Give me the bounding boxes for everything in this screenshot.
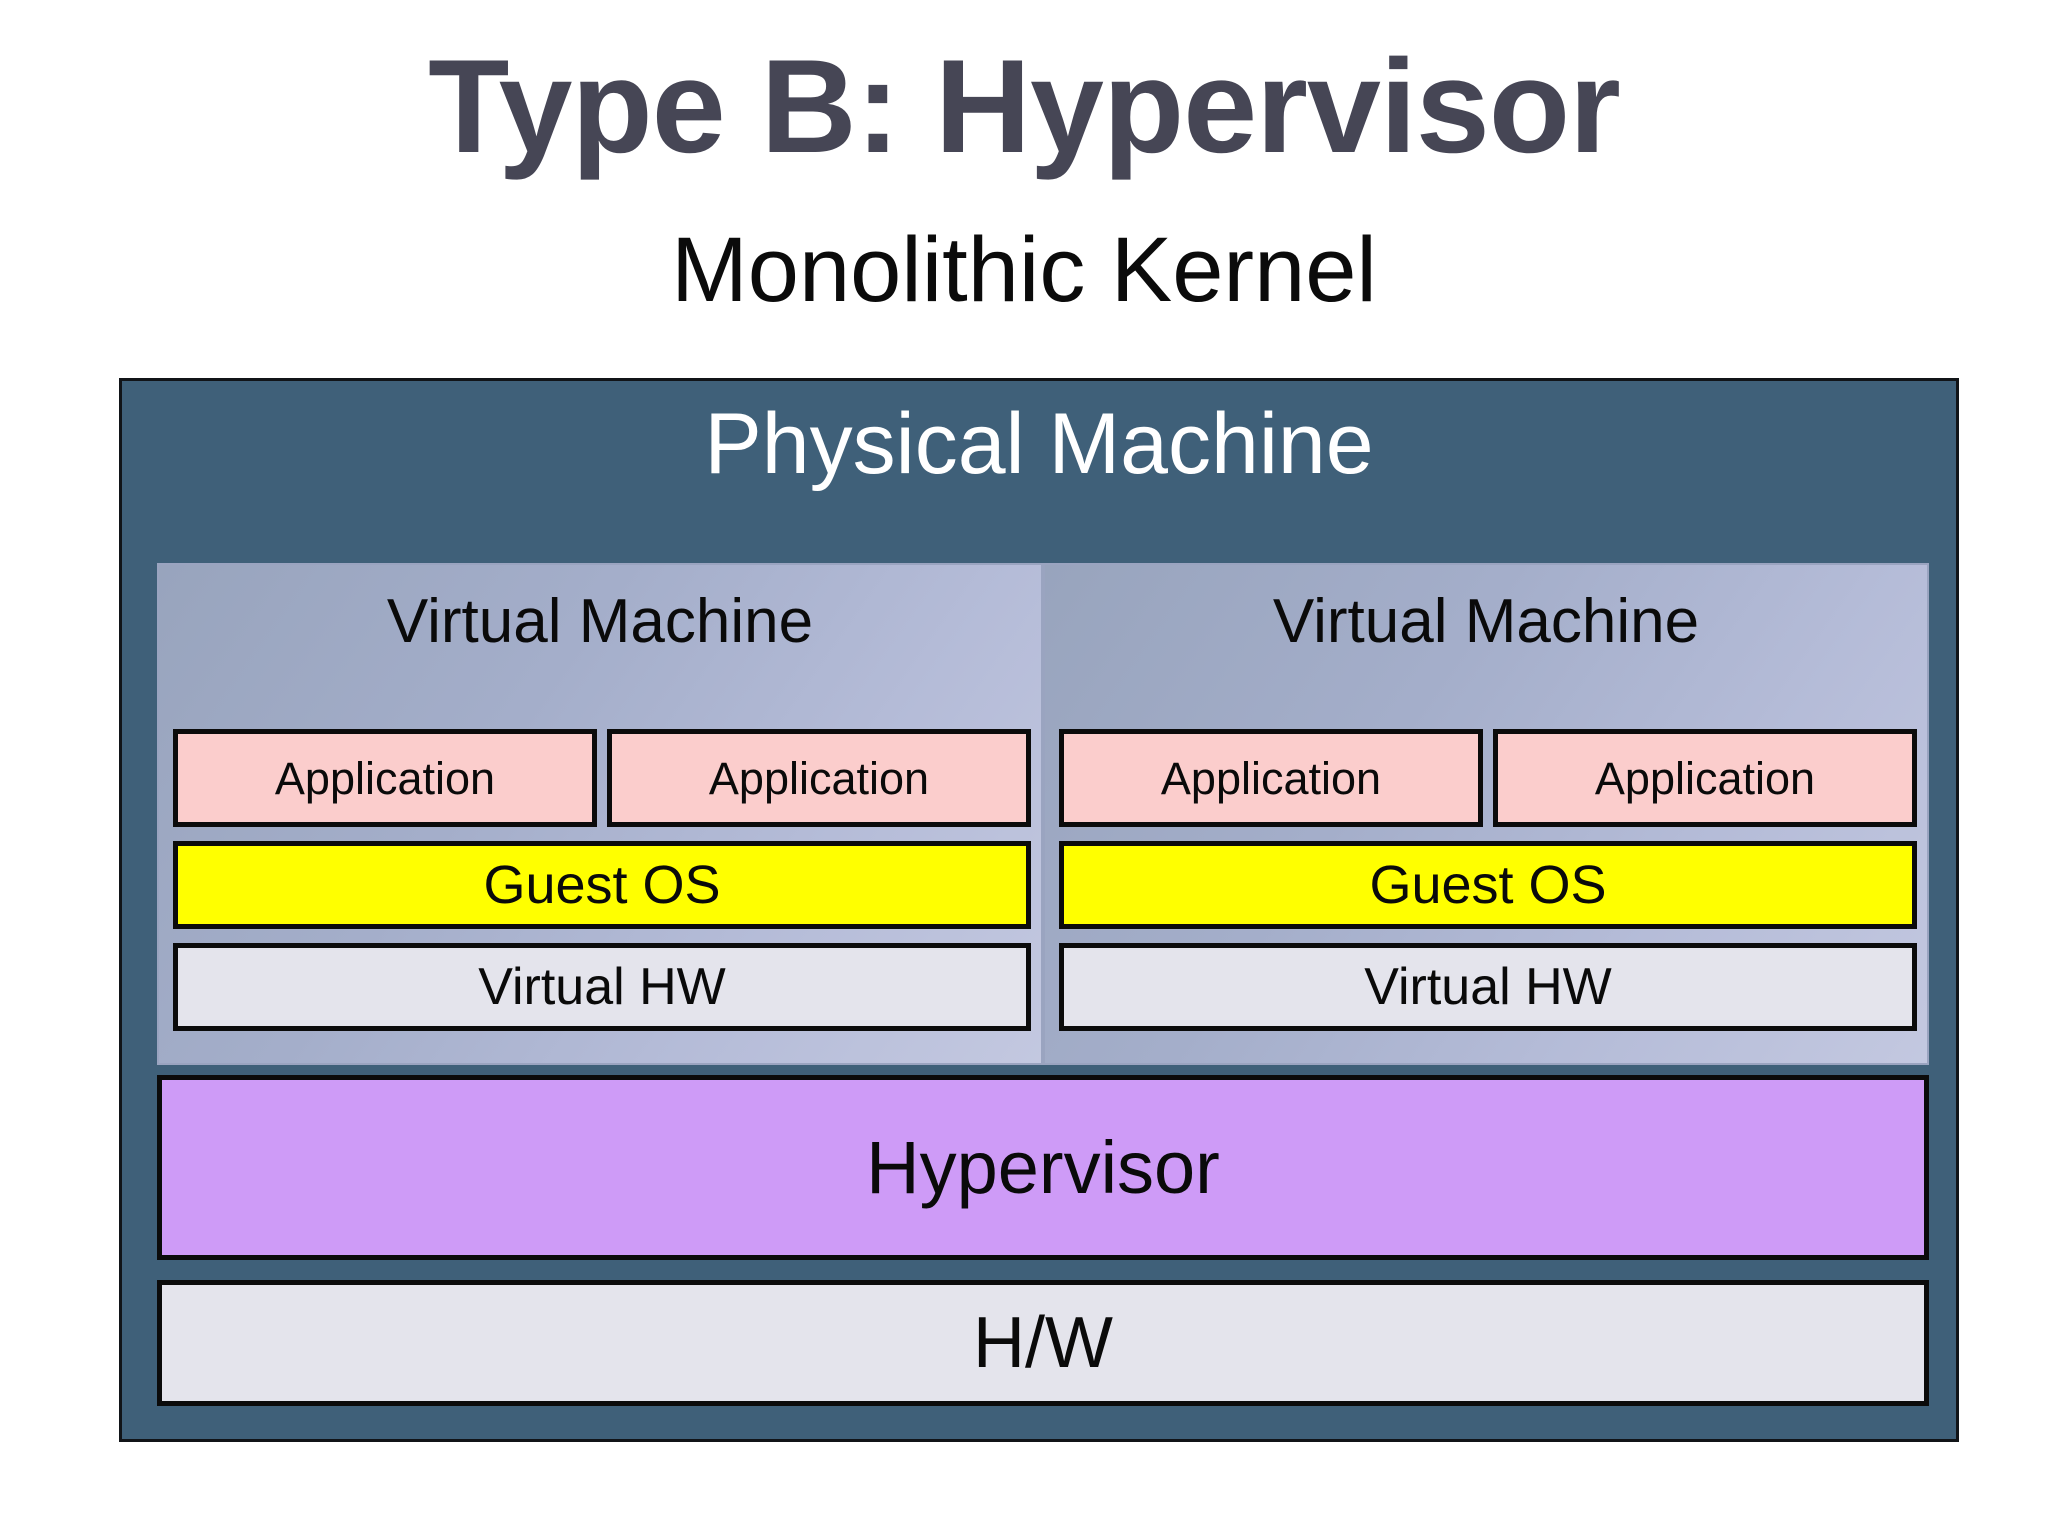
application-box: Application: [173, 729, 597, 827]
virtual-machine-1: Virtual Machine Application Application …: [157, 563, 1043, 1065]
page-subtitle: Monolithic Kernel: [671, 219, 1377, 321]
virtual-machine-2-application-row: Application Application: [1059, 729, 1917, 827]
virtual-machine-1-application-row: Application Application: [173, 729, 1031, 827]
page-title: Type B: Hypervisor: [428, 33, 1621, 181]
virtual-hw-box: Virtual HW: [173, 943, 1031, 1031]
virtual-machine-1-label: Virtual Machine: [386, 587, 814, 656]
virtual-machine-2: Virtual Machine Application Application …: [1043, 563, 1929, 1065]
hardware-box: H/W: [157, 1280, 1929, 1406]
virtual-hw-box: Virtual HW: [1059, 943, 1917, 1031]
application-box: Application: [1059, 729, 1483, 827]
physical-machine-label: Physical Machine: [704, 396, 1374, 492]
hypervisor-box: Hypervisor: [157, 1075, 1929, 1260]
physical-machine-container: Physical Machine Virtual Machine Applica…: [119, 378, 1959, 1442]
guest-os-box: Guest OS: [173, 841, 1031, 929]
application-box: Application: [1493, 729, 1917, 827]
guest-os-box: Guest OS: [1059, 841, 1917, 929]
virtual-machine-2-label: Virtual Machine: [1272, 587, 1700, 656]
application-box: Application: [607, 729, 1031, 827]
